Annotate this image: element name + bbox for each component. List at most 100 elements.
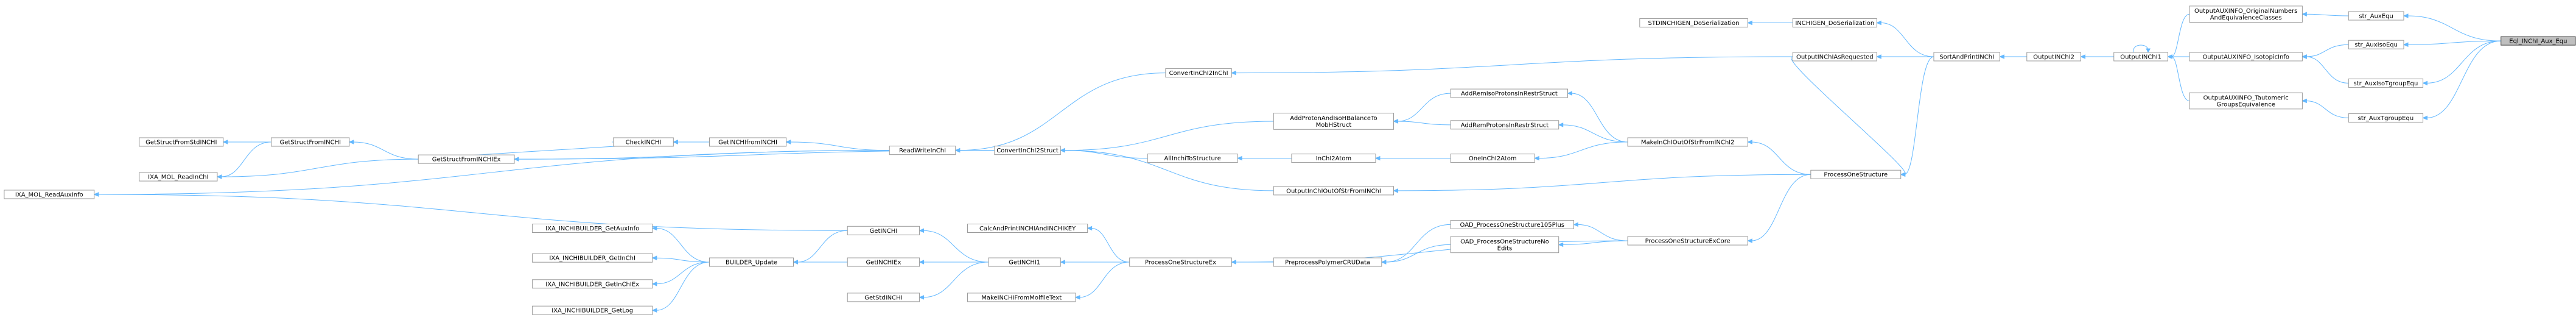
graph-node[interactable]: MakeINCHIFromMolfileText [967,293,1076,302]
call-edge [93,192,848,231]
graph-node[interactable]: InChI2Atom [1291,154,1376,163]
call-edge [348,140,419,160]
node-box [2501,36,2576,46]
graph-node[interactable]: BUILDER_Update [709,257,794,267]
arrowhead [2167,54,2173,59]
node-box [1792,52,1877,62]
node-label: GroupsEquivalence [2216,101,2275,108]
node-box [613,137,674,147]
graph-node[interactable]: IXA_INCHIBUILDER_GetLog [532,305,653,315]
graph-node[interactable]: ProcessOneStructureEx [1129,257,1232,267]
graph-node[interactable]: GetINCHIfromINCHI [709,137,787,147]
node-label: ProcessOneStructureEx [1145,260,1216,266]
graph-node[interactable]: OutputAUXINFO_IsotopicInfo [2189,52,2303,62]
graph-node[interactable]: PreprocessPolymerCRUData [1273,257,1382,267]
arrowhead [1573,222,1578,227]
graph-node[interactable]: GetINCHI [847,226,920,235]
graph-node[interactable]: OutputInChIOutOfStrFromINChI [1273,186,1395,196]
arrowhead [348,140,354,144]
call-edge [1060,260,1130,265]
call-edge [2403,40,2501,47]
node-label: GetStdINCHI [864,294,902,301]
node-box [889,146,956,155]
graph-node[interactable]: str_AuxIsoEqu [2348,40,2404,49]
arrowhead [1231,70,1236,76]
node-label: CalcAndPrintINCHIAndINCHIKEY [979,226,1076,232]
graph-node[interactable]: GetStructFromINCHI [271,137,350,147]
node-box [139,172,218,182]
graph-node[interactable]: CheckINCHI [613,137,674,147]
graph-node[interactable]: STDINCHIGEN_DoSerialization [1639,18,1748,27]
graph-node[interactable]: SortAndPrintINChI [1933,52,2000,62]
node-label: InChI2Atom [1316,155,1351,162]
graph-node[interactable]: ProcessOneStructureExCore [1627,236,1748,246]
graph-node[interactable]: ConvertInChI2Struct [994,146,1061,155]
graph-node[interactable]: AddRemIsoProtonsInRestrStruct [1450,88,1568,98]
arrowhead [1558,123,1564,127]
graph-node[interactable]: IXA_MOL_ReadInChI [139,172,218,182]
graph-node[interactable]: str_AuxIsoTgroupEqu [2348,78,2424,88]
node-box [847,293,920,302]
call-edge [1231,260,1274,265]
graph-node[interactable]: OneInChI2Atom [1450,154,1535,163]
graph-node[interactable]: IXA_INCHIBUILDER_GetAuxInfo [532,224,653,233]
arrowhead [1747,238,1752,243]
arrowhead [1087,226,1093,231]
graph-node[interactable]: IXA_INCHIBUILDER_GetInChIEx [532,279,653,289]
graph-node[interactable]: Eql_INChI_Aux_Equ [2501,36,2576,46]
arrowhead [2422,115,2428,121]
node-label: str_AuxTgroupEqu [2358,115,2414,122]
graph-node[interactable]: MakeInChIOutOfStrFromINChI2 [1627,137,1748,147]
call-edge [1747,174,1811,243]
graph-node[interactable]: GetINCHIEx [847,257,920,267]
node-label: MakeINCHIFromMolfileText [981,294,1062,301]
call-edge [919,261,989,300]
node-box [4,190,95,199]
arrowhead [785,140,791,144]
node-box [1450,88,1568,98]
node-box [1639,18,1748,27]
graph-node[interactable]: str_AuxTgroupEqu [2348,113,2424,123]
arrowhead [1747,140,1752,144]
graph-node[interactable]: GetStructFromStdINCHI [139,137,224,147]
node-box [1273,113,1395,130]
graph-node[interactable]: GetINCHI1 [988,257,1061,267]
node-box [1627,137,1748,147]
node-label: Edits [1497,245,1513,252]
node-box [139,137,224,147]
graph-node[interactable]: INCHIGEN_DoSerialization [1792,18,1877,27]
graph-node[interactable]: AllInchiToStructure [1147,154,1238,163]
graph-node[interactable]: OutputAUXINFO_TautomericGroupsEquivalenc… [2189,92,2303,110]
call-edge [1747,140,1811,175]
call-edge [1393,174,1811,193]
graph-node[interactable]: AddRemProtonsInRestrStruct [1450,120,1559,130]
node-box [2348,40,2404,49]
graph-node[interactable]: ReadWriteInChI [889,146,956,155]
node-box [1273,186,1395,196]
graph-node[interactable]: OAD_ProcessOneStructure105Plus [1450,219,1574,229]
node-box [532,253,653,263]
graph-node[interactable]: GetStructFromINCHIEx [418,154,515,164]
call-edge [2422,40,2501,86]
arrowhead [1747,20,1752,26]
graph-node[interactable]: OutputAUXINFO_OriginalNumbersAndEquivale… [2189,5,2303,23]
graph-node[interactable]: IXA_INCHIBUILDER_GetInChI [532,253,653,263]
graph-node[interactable]: OutputINChI1 [2113,52,2169,62]
call-edge [651,226,710,263]
graph-node[interactable]: OutputINChIAsRequested [1792,52,1877,62]
node-label: MobHStruct [1316,122,1352,129]
graph-node[interactable]: ConvertInChI2InChI [1165,68,1232,78]
call-edge [1231,56,1793,76]
graph-node[interactable]: IXA_MOL_ReadAuxInfo [4,190,95,199]
arrowhead [1533,155,1539,161]
arrowhead [1236,155,1242,161]
graph-node[interactable]: str_AuxEqu [2348,11,2404,21]
graph-node[interactable]: GetStdINCHI [847,293,920,302]
graph-node[interactable]: OutputINChI2 [2026,52,2082,62]
node-box [2113,52,2169,62]
graph-node[interactable]: ProcessOneStructure [1810,169,1902,179]
call-edge [785,140,890,151]
graph-node[interactable]: CalcAndPrintINCHIAndINCHIKEY [967,224,1088,233]
